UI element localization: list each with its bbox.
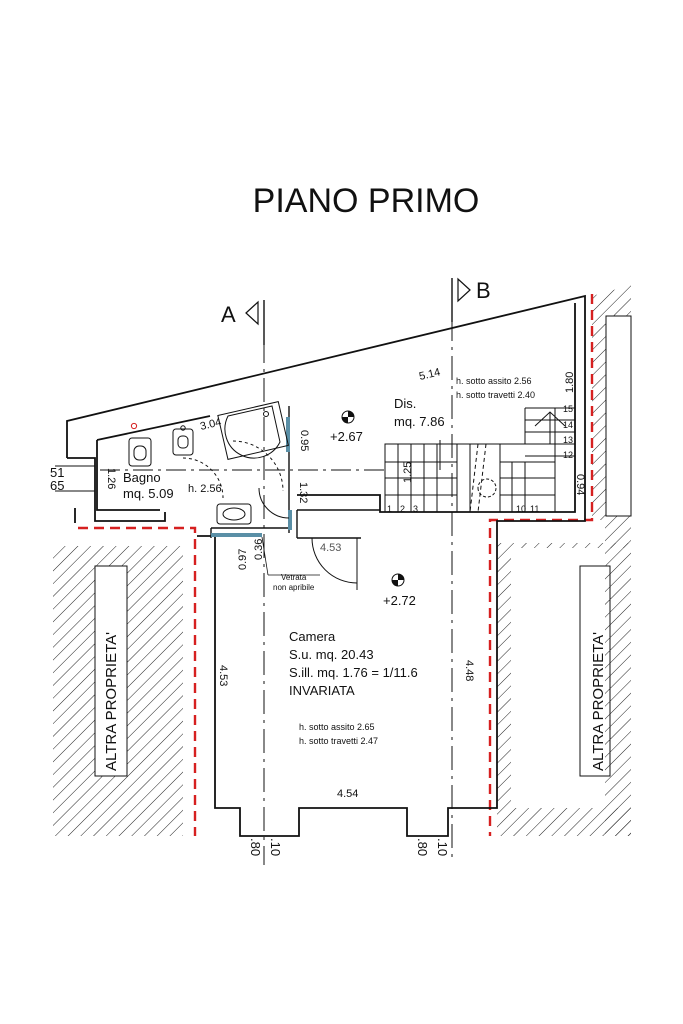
stair-step-number: 12 [563,450,573,460]
stair-step-number: 13 [563,435,573,445]
bagno-area: mq. 5.09 [123,486,174,501]
dim-180: 1.80 [564,372,576,393]
stair-step-number: 15 [563,404,573,414]
dim-80b: .80 [415,838,430,856]
camera-level: +2.72 [383,593,416,608]
dim-80a: .80 [248,838,263,856]
dim-10a: .10 [268,838,283,856]
door-swings [182,440,358,590]
camera-sill: S.ill. mq. 1.76 = 1/11.6 [289,665,418,680]
dis-name: Dis. [394,396,416,411]
section-a-label: A [221,302,236,327]
stair-step-number: 10 [516,504,526,514]
dis-level: +2.67 [330,429,363,444]
section-b-label: B [476,278,491,303]
dis-area: mq. 7.86 [394,414,445,429]
camera-h-travetti: h. sotto travetti 2.47 [299,736,378,746]
building-outline [55,294,586,837]
camera-name: Camera [289,629,336,644]
stair-step-number: 1 [387,504,392,514]
bagno-name: Bagno [123,470,161,485]
section-arrow-icon [457,277,471,303]
dim-097: 0.97 [237,549,249,570]
staircase [384,407,575,513]
dim-453-top: 4.53 [320,542,341,554]
dim-453-left: 4.53 [217,665,229,686]
dim-036: 0.36 [253,539,265,560]
glass-partition [211,417,292,537]
neighbor-left: ALTRA PROPRIETA' [53,546,183,836]
dim-65: 65 [50,478,64,493]
stair-step-number: 3 [413,504,418,514]
dim-454: 4.54 [337,788,358,800]
plan-title: PIANO PRIMO [253,182,480,220]
section-b-marker: B [451,277,491,862]
dim-126: 1.26 [105,468,117,489]
neighbor-left-label: ALTRA PROPRIETA' [103,632,120,771]
camera-su: S.u. mq. 20.43 [289,647,374,662]
bathroom-fixtures [128,400,289,525]
dim-514: 5.14 [418,366,442,383]
stair-step-number: 2 [400,504,405,514]
stair-step-numbers: 1 2 3 10 11 12 13 14 15 [387,404,573,514]
level-marker-icon [391,573,405,587]
section-a-marker: A [221,300,265,865]
stair-step-number: 11 [530,504,539,514]
vetrata-note-1: Vetrata [281,573,307,582]
dim-448: 4.48 [463,660,475,681]
dim-51: 51 [50,465,64,480]
partitions [210,406,380,539]
stair-step-number: 14 [563,420,573,430]
vetrata-note-2: non apribile [273,583,315,592]
camera-h-assito: h. sotto assito 2.65 [299,722,375,732]
dim-125: 1.25 [402,462,414,483]
dim-095: 0.95 [298,430,310,451]
property-boundary [78,294,594,836]
section-arrow-icon [245,300,259,326]
dim-10b: .10 [435,838,450,856]
dim-304: 3.04 [199,416,223,433]
neighbor-top-right [592,285,632,836]
level-marker-icon [341,410,355,424]
dis-h-assito: h. sotto assito 2.56 [456,376,532,386]
dim-094: 0.94 [574,474,586,495]
dim-132: 1.32 [297,482,309,503]
dis-h-travetti: h. sotto travetti 2.40 [456,390,535,400]
neighbor-right-label: ALTRA PROPRIETA' [590,632,607,771]
dimensions: 5.14 1.80 3.04 0.95 1.26 1.32 1.25 0.94 … [50,366,586,856]
camera-status: INVARIATA [289,683,355,698]
bagno-height: h. 2.56 [188,483,222,495]
